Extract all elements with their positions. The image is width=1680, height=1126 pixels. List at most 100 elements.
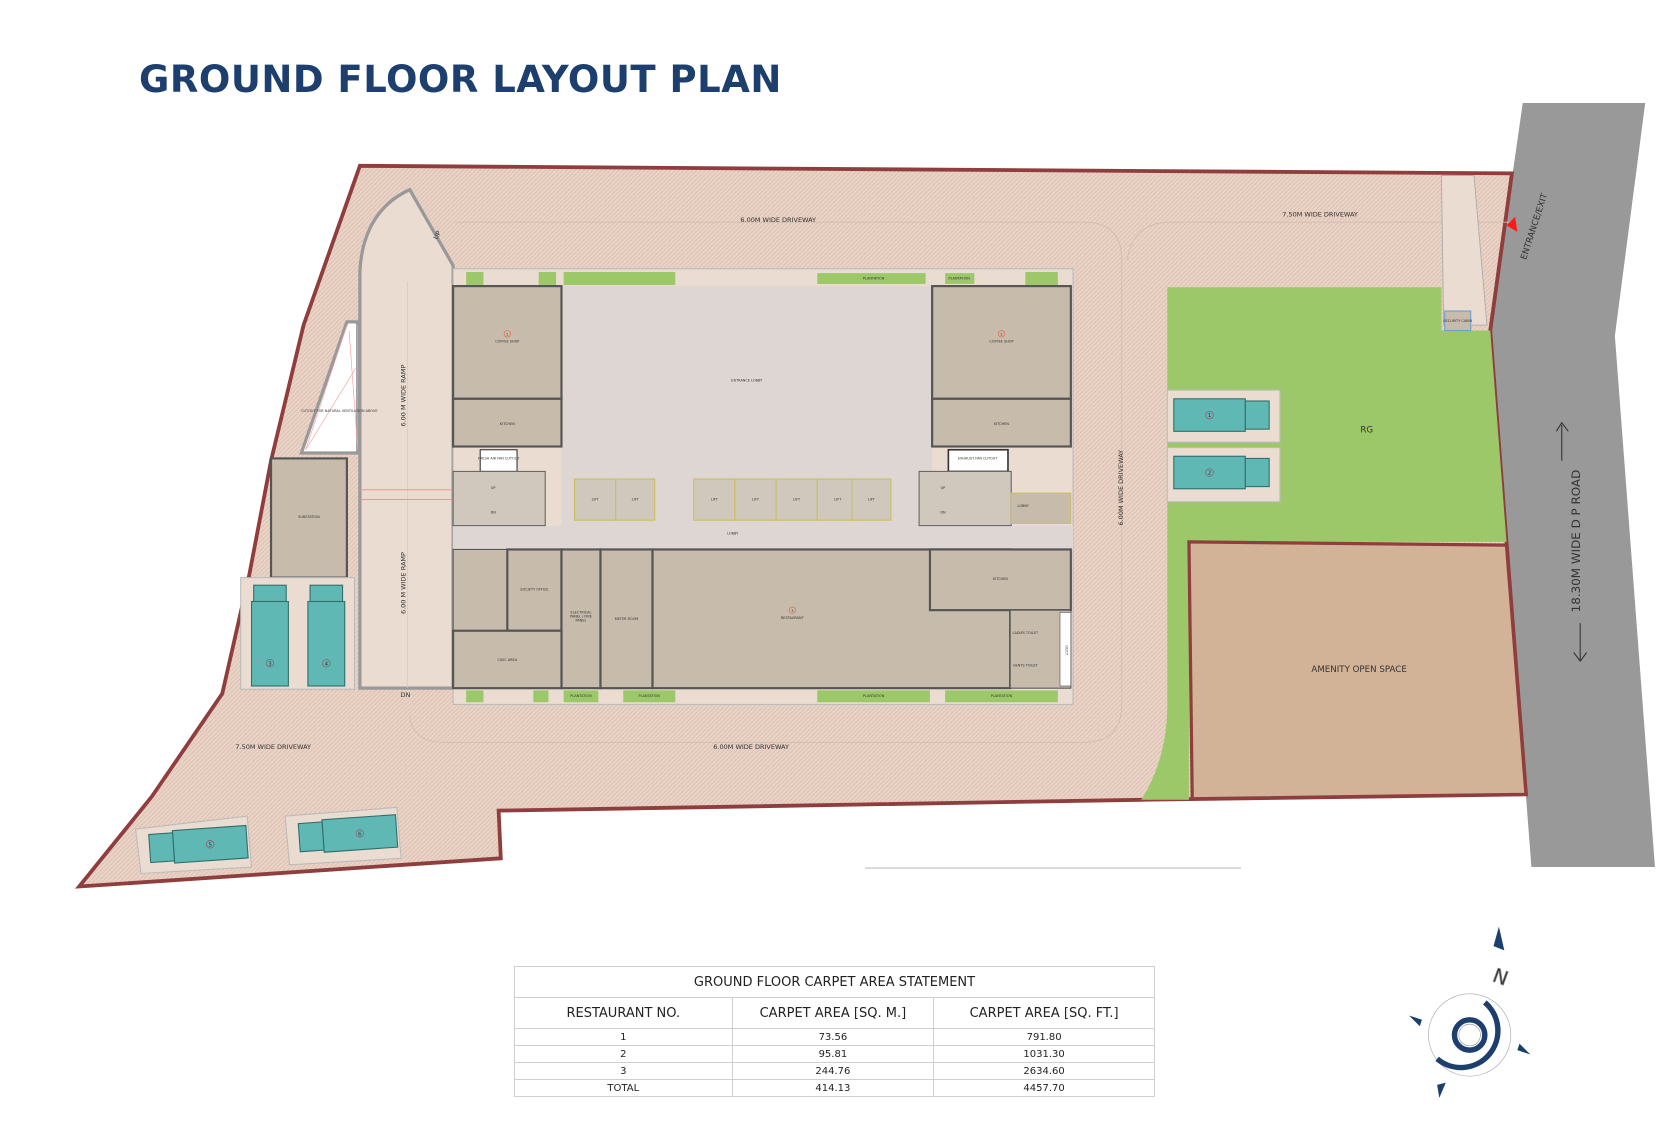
plantation-label: PLANTATION <box>949 277 971 281</box>
lift-label: LIFT <box>834 498 842 502</box>
kitchen-1-label: KITCHEN <box>500 422 515 426</box>
driveway-centerline <box>1126 221 1512 261</box>
substation-label: SUBSTATION <box>298 515 320 519</box>
driveway-label: 6.00M WIDE DRIVEWAY <box>740 216 816 224</box>
electrical-panel-room <box>560 548 602 690</box>
kitchen-2 <box>931 397 1072 448</box>
plantation-label: PLANTATION <box>570 694 592 698</box>
security-cabin <box>1444 310 1472 332</box>
cell: 414.13 <box>731 1079 935 1097</box>
lift: LIFT <box>693 478 736 521</box>
cell: 95.81 <box>731 1045 935 1063</box>
staircase-right <box>918 470 1012 527</box>
restaurant-number: 3 <box>791 609 793 613</box>
truck-number: 5 <box>208 842 212 848</box>
truck-icon: 6 <box>297 814 399 853</box>
carpet-area-table: GROUND FLOOR CARPET AREA STATEMENT RESTA… <box>514 966 1155 1097</box>
ramp-up-label: UP <box>432 229 443 241</box>
fresh-air-cutout <box>479 449 518 472</box>
cell: 1 <box>514 1028 733 1046</box>
table-header: CARPET AREA [SQ. M.] <box>731 997 935 1029</box>
lift-label: LIFT <box>592 498 600 502</box>
amenity-label: AMENITY OPEN SPACE <box>1311 665 1406 675</box>
stair-dn-label: DN <box>940 511 946 515</box>
civic-area <box>452 629 563 690</box>
lift: LIFT <box>851 478 892 521</box>
ramp-label-upper: 6.00 M WIDE RAMP <box>399 365 407 427</box>
restaurant-3-label: RESTAURANT <box>781 616 805 620</box>
coffee-shop-1 <box>452 285 563 400</box>
kitchen-2-label: KITCHEN <box>994 422 1009 426</box>
meter-room <box>599 548 654 690</box>
cell: 1031.30 <box>933 1045 1155 1063</box>
stair-up-label: UP <box>491 486 496 490</box>
ramp <box>358 187 455 690</box>
coffee-shop-1-label: COFFEE SHOP <box>495 339 519 343</box>
truck-icon: 3 <box>250 584 289 687</box>
truck-number: 2 <box>1208 471 1211 477</box>
truck-number: 6 <box>358 831 362 837</box>
kitchen-3-label: KITCHEN <box>993 577 1008 581</box>
civic-area-label: CIVIC AREA <box>497 658 517 662</box>
entrance-marker-icon <box>1506 216 1518 232</box>
truck-number: 4 <box>325 661 329 667</box>
truck-icon: 1 <box>1173 398 1270 432</box>
substation <box>269 457 348 579</box>
north-label: N <box>1490 964 1512 991</box>
north-arrow-icon <box>1493 926 1505 951</box>
driveway-label: 7.50M WIDE DRIVEWAY <box>1282 211 1358 219</box>
cell: 791.80 <box>933 1028 1155 1046</box>
amenity-open-space <box>1187 540 1528 801</box>
cell: 244.76 <box>731 1062 935 1080</box>
plantation-label: PLANTATION <box>639 694 661 698</box>
ramp-dn-label: DN <box>400 691 410 699</box>
table-header: RESTAURANT NO. <box>514 997 733 1029</box>
lobby-label: LOBBY <box>727 531 739 535</box>
ramp-label-lower: 6.00 M WIDE RAMP <box>399 552 407 614</box>
lift-label: LIFT <box>752 498 760 502</box>
lift-label: LIFT <box>711 498 719 502</box>
driveway-label: 7.50M WIDE DRIVEWAY <box>235 743 311 751</box>
cutout-label: CUTOUT FOR NATURAL VENTILATION ABOVE <box>301 409 377 413</box>
cell: 3 <box>514 1062 733 1080</box>
exhaust-label: EXHAUST FAN CUTOUT <box>958 457 998 461</box>
driveway-centerline <box>409 221 1123 743</box>
cell: 2634.60 <box>933 1062 1155 1080</box>
plantation-label: PLANTATION <box>863 277 885 281</box>
page-title: GROUND FLOOR LAYOUT PLAN <box>139 58 782 101</box>
entrance-lane <box>1441 175 1488 326</box>
restaurant-number: 2 <box>1000 332 1002 336</box>
cell: 2 <box>514 1045 733 1063</box>
label-line: PANEL / FIRE <box>570 615 592 619</box>
truck-icon: 2 <box>1173 455 1270 490</box>
rg-label: RG <box>1360 425 1373 435</box>
road-label: 18.30M WIDE D P ROAD <box>1569 470 1583 613</box>
security-cabin-label: SECURITY CABIN <box>1443 319 1472 323</box>
stair-dn-label: DN <box>491 511 497 515</box>
restaurant-number: 1 <box>506 332 508 336</box>
lobby-right-small <box>1010 492 1072 524</box>
kitchen-3 <box>928 548 1072 612</box>
ladies-toilet-label: LADIES TOILET <box>1013 631 1039 635</box>
driveway-label: 6.00M WIDE DRIVEWAY <box>713 743 789 751</box>
society-office-label: SOCIETY OFFICE <box>520 588 548 592</box>
lift-label: LIFT <box>793 498 801 502</box>
table-title: GROUND FLOOR CARPET AREA STATEMENT <box>514 966 1155 998</box>
coffee-shop-2-label: COFFEE SHOP <box>989 339 1013 343</box>
cell: 4457.70 <box>933 1079 1155 1097</box>
gents-toilet-label: GENTS TOILET <box>1013 663 1039 667</box>
lobby-corridor <box>453 525 1074 550</box>
duct-label: DUCT <box>1064 645 1068 656</box>
driveway-label: 6.00M WIDE DRIVEWAY <box>1117 450 1125 526</box>
plantation-label: PLANTATION <box>863 694 885 698</box>
truck-icon: 5 <box>148 824 249 864</box>
society-office <box>506 548 563 632</box>
meter-room-label: METER ROOM <box>615 617 639 621</box>
cell: TOTAL <box>514 1079 733 1097</box>
